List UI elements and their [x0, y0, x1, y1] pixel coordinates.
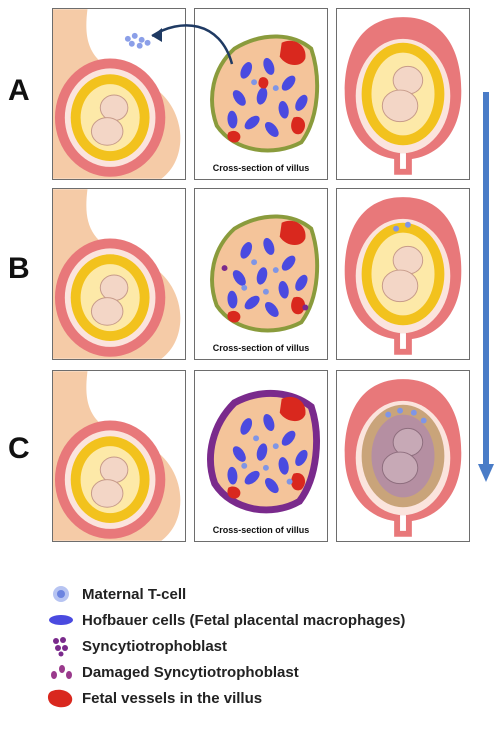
- pregnant-abdomen-illustration-c: [53, 371, 185, 541]
- villus-caption-b: Cross-section of villus: [195, 343, 327, 353]
- syncytiotrophoblast-icon: [44, 635, 78, 657]
- villus-panel-c: Cross-section of villus: [194, 370, 328, 542]
- uterus-panel-c: [336, 370, 470, 542]
- pregnant-abdomen-panel-c: [52, 370, 186, 542]
- legend-label: Hofbauer cells (Fetal placental macropha…: [82, 612, 405, 629]
- legend-item-syncytiotrophoblast: Syncytiotrophoblast: [44, 634, 227, 658]
- fetal-vessel-icon: [44, 687, 78, 709]
- villus-caption-c: Cross-section of villus: [195, 525, 327, 535]
- legend-item-hofbauer-cells: Hofbauer cells (Fetal placental macropha…: [44, 608, 405, 632]
- legend-label: Fetal vessels in the villus: [82, 690, 262, 707]
- uterus-illustration-b: [337, 189, 469, 359]
- villus-panel-b: Cross-section of villus: [194, 188, 328, 360]
- uterus-panel-b: [336, 188, 470, 360]
- damaged-syncytiotrophoblast-icon: [44, 661, 78, 683]
- legend-item-damaged-syncytiotrophoblast: Damaged Syncytiotrophoblast: [44, 660, 299, 684]
- pregnant-abdomen-panel-b: [52, 188, 186, 360]
- villus-caption-a: Cross-section of villus: [195, 163, 327, 173]
- t-cell-migration-arrow: [140, 14, 250, 84]
- legend-label: Damaged Syncytiotrophoblast: [82, 664, 299, 681]
- villus-cross-section-b: [195, 189, 327, 359]
- hofbauer-cell-icon: [44, 609, 78, 631]
- villus-cross-section-c: [195, 371, 327, 541]
- progression-arrow: [478, 92, 494, 484]
- pregnant-abdomen-illustration-b: [53, 189, 185, 359]
- legend-label: Syncytiotrophoblast: [82, 638, 227, 655]
- uterus-illustration-c: [337, 371, 469, 541]
- legend-item-fetal-vessels: Fetal vessels in the villus: [44, 686, 262, 710]
- uterus-illustration-a: [337, 9, 469, 179]
- row-label-b: B: [8, 252, 30, 286]
- row-label-a: A: [8, 74, 30, 108]
- uterus-panel-a: [336, 8, 470, 180]
- legend-label: Maternal T-cell: [82, 586, 186, 603]
- row-label-c: C: [8, 432, 30, 466]
- legend-item-maternal-t-cell: Maternal T-cell: [44, 582, 186, 606]
- maternal-t-cell-icon: [44, 583, 78, 605]
